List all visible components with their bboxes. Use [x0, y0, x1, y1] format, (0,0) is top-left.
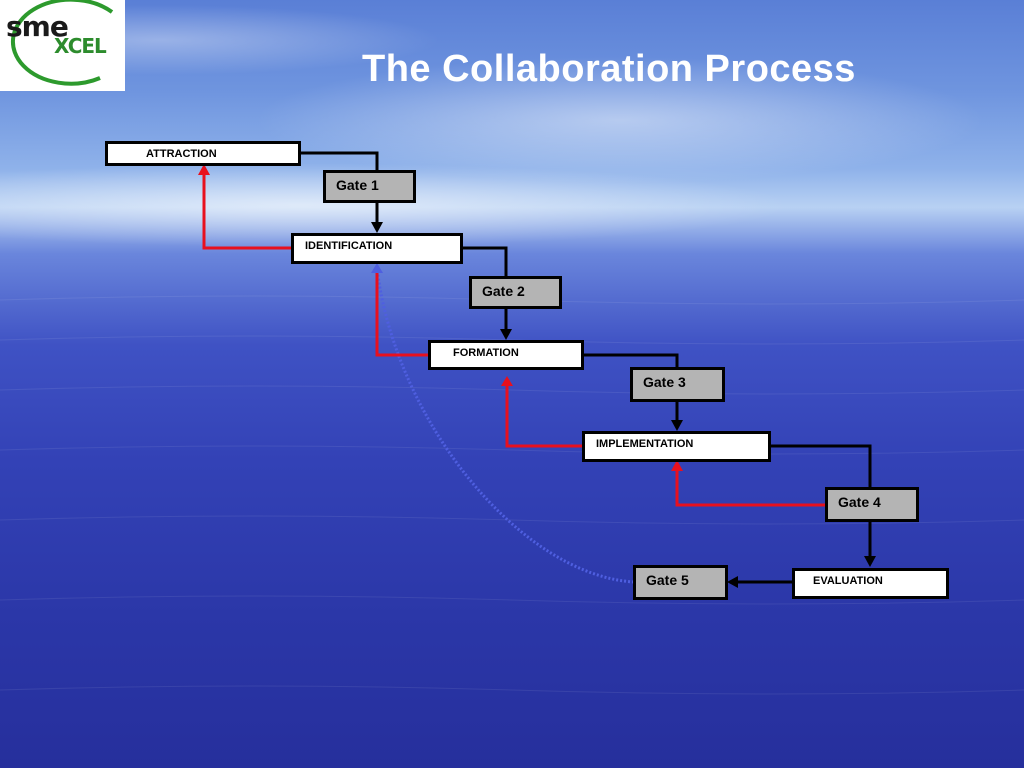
logo-swoosh — [10, 0, 114, 86]
arrowhead-red-formation — [501, 376, 513, 386]
arrowhead-to-formation — [500, 329, 512, 340]
gate-label: Gate 5 — [646, 572, 689, 588]
connector-identification-gate2 — [462, 246, 508, 276]
arrowhead-to-implementation — [671, 420, 683, 431]
arrowhead-to-identification — [371, 222, 383, 233]
arrowhead-to-evaluation — [864, 556, 876, 567]
arrowhead-red-implementation — [671, 460, 683, 471]
gate-label: Gate 3 — [643, 374, 686, 390]
page-title: The Collaboration Process — [362, 48, 856, 90]
arrowhead-red-attraction — [198, 164, 210, 175]
dotted-return-line — [375, 267, 635, 584]
gate-5: Gate 5 — [633, 565, 728, 600]
gate-1: Gate 1 — [323, 170, 416, 203]
logo-text-xcel: XCEL — [54, 34, 107, 58]
gate-2: Gate 2 — [469, 276, 562, 309]
logo-text-sme: sme — [6, 10, 69, 43]
gate-label: Gate 4 — [838, 494, 881, 510]
arrowhead-red-identification — [371, 263, 383, 273]
smexcel-logo: sme XCEL — [0, 0, 125, 91]
stage-formation: FORMATION — [428, 340, 584, 370]
stage-implementation: IMPLEMENTATION — [582, 431, 771, 462]
connector-implementation-gate4 — [770, 444, 872, 487]
stage-attraction: ATTRACTION — [105, 141, 301, 166]
stage-label: FORMATION — [453, 347, 519, 359]
gate-label: Gate 1 — [336, 177, 379, 193]
arrowhead-to-gate5 — [727, 576, 738, 588]
connector-attraction-gate1 — [300, 151, 379, 170]
gate-label: Gate 2 — [482, 283, 525, 299]
feedback-gate4-to-implementation — [675, 468, 826, 507]
feedback-formation-to-identification — [375, 270, 429, 357]
feedback-identification-to-attraction — [202, 172, 291, 250]
stage-label: ATTRACTION — [146, 148, 217, 160]
stage-label: IDENTIFICATION — [305, 240, 393, 252]
stage-identification: IDENTIFICATION — [291, 233, 463, 264]
feedback-implementation-to-formation — [505, 384, 583, 448]
connector-formation-gate3 — [583, 353, 679, 367]
gate-3: Gate 3 — [630, 367, 725, 402]
stage-evaluation: EVALUATION — [792, 568, 949, 599]
stage-label: EVALUATION — [813, 575, 883, 587]
stage-label: IMPLEMENTATION — [596, 438, 694, 450]
gate-4: Gate 4 — [825, 487, 919, 522]
